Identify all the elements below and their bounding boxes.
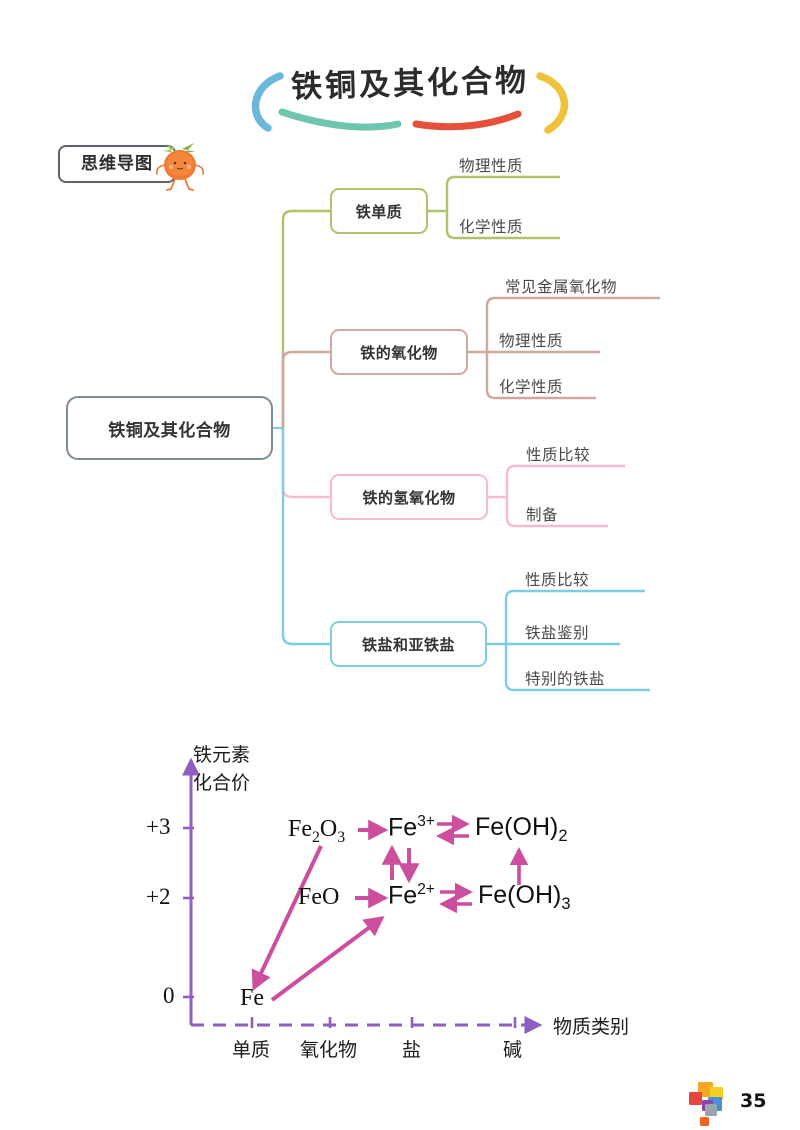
species-label-feo: FeO: [298, 884, 340, 910]
mindmap-root-node[interactable]: 铁铜及其化合物: [66, 396, 273, 460]
mindmap-branch-node-iron-salts[interactable]: 铁盐和亚铁盐: [330, 621, 487, 667]
x-tick-label-salt: 盐: [402, 1039, 422, 1061]
title-block: 铁铜及其化合物: [240, 50, 580, 140]
mindmap-leaf-chemical-properties-1[interactable]: 化学性质: [459, 218, 524, 236]
page-footer: 35: [684, 1078, 784, 1126]
mindmap-leaf-preparation[interactable]: 制备: [526, 506, 559, 524]
species-label-fe2plus: Fe2+: [388, 881, 435, 910]
species-label-fe3plus: Fe3+: [388, 813, 435, 842]
badge-pill: [58, 145, 176, 183]
mindmap-branch-node-iron-hydroxides[interactable]: 铁的氢氧化物: [330, 474, 488, 520]
species-label-fe: Fe: [240, 985, 264, 1011]
valence-category-diagram: 铁元素 化合价 物质类别 +3 +2 0 单质 氧化物 盐 碱 Fe2O3 Fe…: [0, 720, 800, 1090]
y-axis-label-line2: 化合价: [193, 772, 251, 794]
mindmap-leaf-chemical-properties-2[interactable]: 化学性质: [499, 378, 564, 396]
mindmap-branch-node-iron-element[interactable]: 铁单质: [330, 188, 428, 234]
mindmap: 铁铜及其化合物 铁单质 铁的氧化物 铁的氢氧化物 铁盐和亚铁盐 物理性质 化学性…: [0, 140, 800, 720]
y-tick-label-plus2: +2: [146, 884, 171, 909]
diagram-axes-and-arrows: [182, 757, 543, 1034]
mindmap-leaf-special-iron-salts[interactable]: 特别的铁盐: [525, 670, 606, 688]
question-mark-blocks-logo-icon: [689, 1082, 723, 1126]
mindmap-connectors: [273, 175, 660, 692]
mindmap-leaf-physical-properties-1[interactable]: 物理性质: [459, 157, 524, 175]
y-axis-label-line1: 铁元素: [193, 744, 251, 766]
species-label-fe2o3: Fe2O3: [288, 816, 346, 846]
mindmap-badge: 思维导图: [58, 139, 208, 194]
x-axis-label: 物质类别: [553, 1016, 630, 1038]
mindmap-leaf-property-comparison-1[interactable]: 性质比较: [526, 446, 591, 464]
page-title: 铁铜及其化合物: [290, 62, 530, 106]
mindmap-branch-node-iron-oxides[interactable]: 铁的氧化物: [330, 329, 468, 375]
y-tick-label-plus3: +3: [146, 814, 171, 839]
species-label-feoh2: Fe(OH)2: [475, 813, 568, 845]
page-number: 35: [740, 1090, 767, 1112]
badge-label: 思维导图: [81, 154, 153, 174]
mindmap-leaf-property-comparison-2[interactable]: 性质比较: [525, 571, 590, 589]
mindmap-leaf-iron-salt-identification[interactable]: 铁盐鉴别: [525, 624, 590, 642]
x-tick-label-oxide: 氧化物: [300, 1039, 358, 1061]
x-tick-label-base: 碱: [503, 1039, 523, 1061]
mindmap-leaf-physical-properties-2[interactable]: 物理性质: [499, 332, 564, 350]
species-label-feoh3: Fe(OH)3: [478, 881, 571, 913]
persimmon-mascot-icon: [155, 143, 205, 191]
y-tick-label-zero: 0: [163, 983, 175, 1008]
x-tick-label-element: 单质: [232, 1039, 271, 1061]
title-decoration-arcs: [251, 72, 568, 134]
mindmap-leaf-common-metal-oxides[interactable]: 常见金属氧化物: [505, 278, 618, 296]
